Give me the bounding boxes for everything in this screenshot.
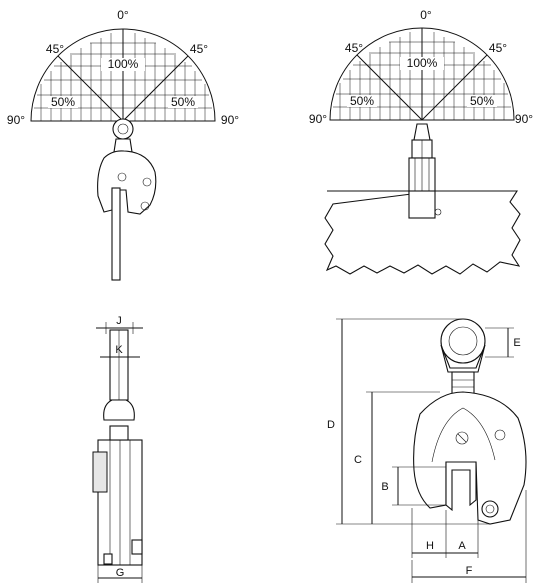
angle-label-45-right: 45° [190, 42, 208, 56]
angle-label-90-right: 90° [221, 113, 239, 127]
dimension-label-e: E [513, 337, 520, 349]
clamp-side-view-on-plate [324, 123, 521, 275]
capacity-label-50-left-right-diagram: 50% [350, 94, 374, 108]
clamp-front-view-small [97, 118, 157, 281]
angle-label-0: 0° [117, 8, 129, 22]
dimension-label-f: F [466, 565, 473, 577]
steel-plate [324, 190, 521, 275]
angle-diagram-left: 0° 45° 45° 90° 90° 100% 50% 50% [7, 8, 239, 127]
angle-label-45-left: 45° [46, 42, 64, 56]
capacity-label-50-left: 50% [51, 95, 75, 109]
capacity-label-50-right: 50% [171, 95, 195, 109]
angle-label-0-right-diagram: 0° [420, 8, 432, 22]
dimension-label-b: B [381, 481, 388, 493]
dimension-label-d: D [327, 419, 335, 431]
angle-diagram-right: 0° 45° 45° 90° 90° 100% 50% 50% [309, 8, 533, 126]
capacity-label-100-right-diagram: 100% [407, 56, 438, 70]
clamp-side-view-dimensioned: J K G [92, 315, 143, 583]
dimension-label-j: J [116, 315, 122, 327]
angle-label-45-right-right-diagram: 45° [489, 41, 507, 55]
capacity-label-100: 100% [108, 57, 139, 71]
angle-label-45-left-right-diagram: 45° [345, 41, 363, 55]
clamp-front-view-dimensioned: D C B E H A F [327, 318, 527, 583]
dimension-label-a: A [458, 540, 466, 552]
angle-label-90-right-right-diagram: 90° [515, 112, 533, 126]
dimension-label-g: G [116, 567, 125, 579]
angle-label-90-left: 90° [7, 113, 25, 127]
angle-label-90-left-right-diagram: 90° [309, 112, 327, 126]
dimension-label-k: K [115, 344, 123, 356]
capacity-label-50-right-right-diagram: 50% [470, 94, 494, 108]
dimension-label-c: C [354, 454, 362, 466]
dimension-label-h: H [426, 540, 434, 552]
